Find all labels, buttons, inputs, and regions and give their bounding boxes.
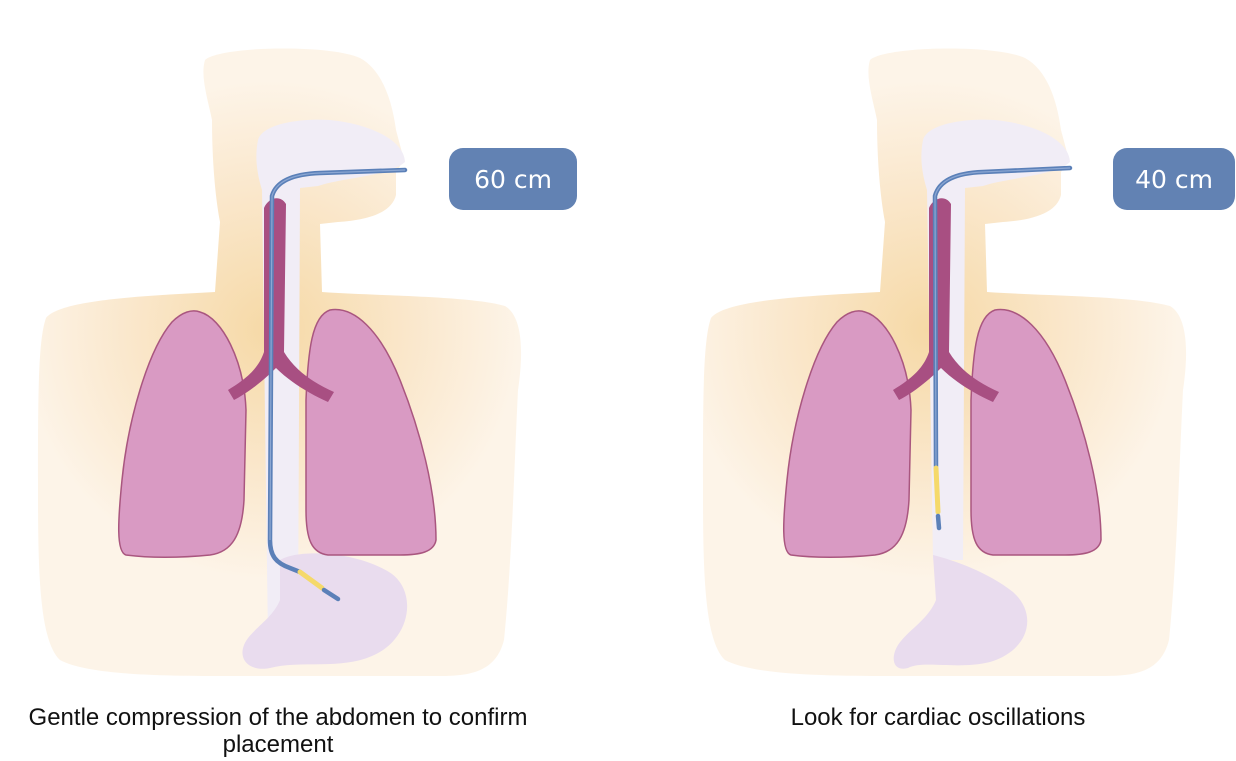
anatomy-diagram-40cm: [618, 0, 1236, 700]
anatomy-diagram-60cm: [0, 0, 618, 700]
tube-tip: [936, 468, 938, 512]
depth-badge: 60 cm: [449, 148, 577, 210]
panel-60cm: 60 cm Gentle compression of the abdomen …: [0, 0, 618, 761]
caption: Gentle compression of the abdomen to con…: [0, 704, 556, 758]
caption: Look for cardiac oscillations: [718, 704, 1158, 731]
depth-badge: 40 cm: [1113, 148, 1235, 210]
tube-tip-end: [938, 516, 939, 528]
panel-40cm: 40 cm Look for cardiac oscillations: [618, 0, 1236, 761]
